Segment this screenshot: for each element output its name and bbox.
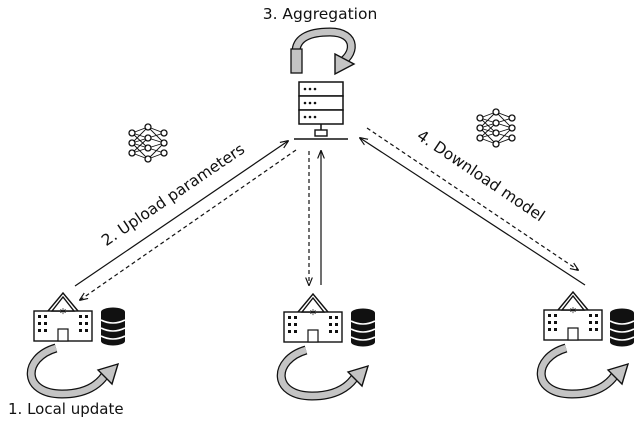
hospital-icon-center	[283, 293, 343, 343]
upload-arrow-left	[74, 141, 288, 287]
database-icon-left	[100, 306, 126, 347]
aggregation-cycle-icon	[290, 27, 356, 76]
local-update-label: 1. Local update	[8, 400, 124, 418]
neural-network-icon-right	[476, 108, 516, 148]
server-icon	[294, 81, 348, 140]
neural-network-icon-left	[128, 123, 168, 163]
local-update-cycle-icon-center	[281, 350, 368, 396]
upload-arrow-right	[360, 138, 586, 286]
aggregation-label: 3. Aggregation	[263, 5, 378, 23]
download-arrow-left	[80, 149, 297, 300]
upload-parameters-label: 2. Upload parameters	[98, 140, 248, 250]
database-icon-right	[609, 307, 635, 348]
download-arrow-right	[366, 127, 578, 270]
local-update-cycle-icon-right	[541, 348, 628, 394]
hospital-icon-left	[33, 292, 93, 342]
database-icon-center	[350, 307, 376, 348]
hospital-icon-right	[543, 291, 603, 341]
local-update-cycle-icon-left	[31, 348, 118, 394]
